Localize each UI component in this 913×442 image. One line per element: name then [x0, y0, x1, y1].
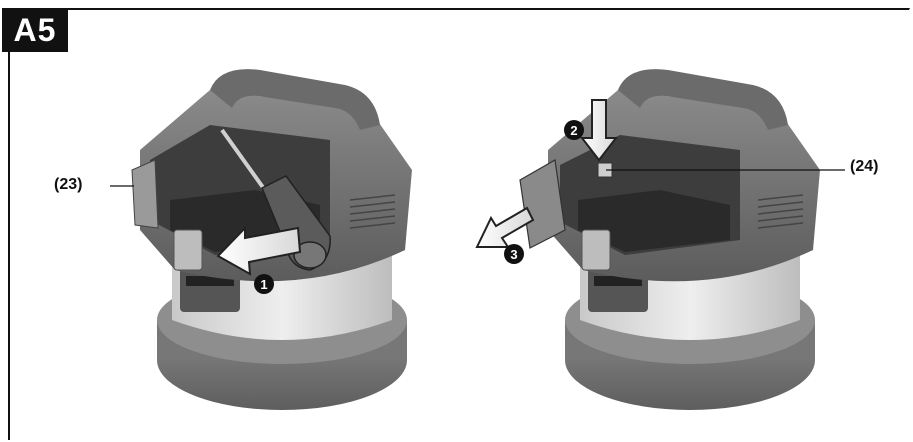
plate-stripe-right — [594, 276, 642, 286]
step-badge-1 — [254, 274, 274, 294]
callout-ref-23: (23) — [54, 176, 83, 193]
figure-border — [8, 8, 910, 440]
step-badge-2 — [564, 120, 584, 140]
vent-grille-right — [757, 194, 804, 229]
step-number-1: 1 — [260, 277, 267, 292]
vacuum-right: 2 3 — [475, 69, 845, 410]
callout-ref-24: (24) — [850, 158, 879, 175]
vacuum-left: 1 — [110, 69, 412, 410]
screwdriver — [220, 128, 331, 271]
arrow-step-3 — [475, 206, 535, 248]
plate-stripe-left — [186, 276, 234, 286]
handle-right — [618, 69, 788, 130]
latch-left — [173, 229, 203, 271]
latch-right — [581, 229, 611, 271]
figure-label-badge: A5 — [2, 8, 68, 52]
step-number-2: 2 — [570, 123, 577, 138]
step-badge-3 — [504, 244, 524, 264]
step-number-3: 3 — [510, 247, 517, 262]
vent-grille-left — [349, 194, 396, 229]
handle-left — [210, 69, 380, 130]
arrow-step-2 — [579, 99, 619, 162]
detached-cover-right — [519, 159, 566, 249]
side-cover-left — [131, 159, 159, 229]
compartment-floor-right — [578, 190, 730, 252]
arrow-step-1 — [216, 225, 302, 276]
